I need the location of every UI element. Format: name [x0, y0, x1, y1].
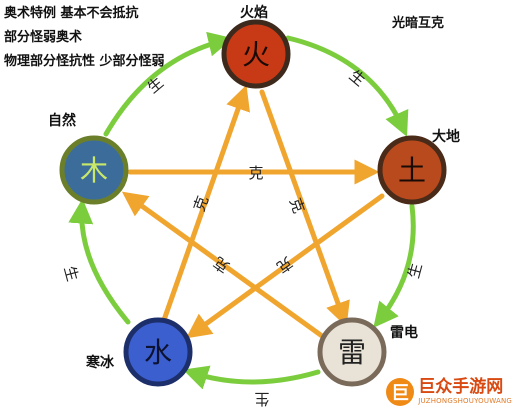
generate-label-fire-earth: 生: [346, 66, 369, 89]
generate-arrow-thunder-ice: [182, 365, 321, 390]
generate-arrow-nature-fire: [103, 31, 234, 137]
ice-node: 水: [123, 317, 193, 387]
earth-icon: 土: [398, 154, 426, 187]
generate-label-thunder-ice: 生: [254, 390, 269, 408]
fire-icon: 火: [242, 38, 270, 71]
note-physical: 物理部分怪抗性 少部分怪弱: [4, 54, 165, 69]
note-light-dark: 光暗互克: [392, 16, 445, 31]
watermark: 巨 巨众手游网 JUZHONGSHOUYOUWANG: [386, 378, 512, 406]
earth-circle: [377, 135, 447, 205]
ice-circle: [123, 317, 193, 387]
generate-arrow-ice-nature: [68, 198, 131, 325]
thunder-node: 雷: [317, 317, 387, 387]
generate-label-ice-nature: 生: [60, 264, 81, 283]
restrain-label-fire-thunder: 克: [286, 196, 308, 216]
nature-circle: [59, 135, 129, 205]
generate-arrow-fire-earth: [285, 35, 409, 137]
nature-node: 木: [59, 135, 129, 205]
generate-label-nature-fire: 生: [144, 74, 167, 97]
thunder-circle: [317, 317, 387, 387]
watermark-logo-icon: 巨: [386, 378, 415, 406]
restrain-arrow-ice-fire: [161, 84, 251, 323]
ice-icon: 水: [144, 336, 172, 369]
restrain-arrow-thunder-nature: [121, 191, 325, 339]
watermark-title: 巨众手游网: [418, 377, 504, 397]
fire-node: 火: [221, 19, 291, 89]
earth-label: 大地: [432, 129, 460, 145]
restrain-label-ice-fire: 克: [190, 194, 212, 214]
generate-label-earth-thunder: 生: [405, 261, 426, 280]
fire-label: 火焰: [240, 5, 268, 21]
nature-label: 自然: [48, 113, 76, 129]
note-weak-arcane: 部分怪弱奥术: [4, 30, 83, 45]
ice-label: 寒冰: [86, 355, 114, 371]
restrain-label-nature-earth: 克: [248, 164, 263, 182]
generate-arrow-earth-thunder: [373, 203, 416, 328]
fire-circle: [221, 19, 291, 89]
thunder-label: 雷电: [390, 325, 418, 341]
restrain-arrow-fire-thunder: [259, 89, 350, 328]
nature-icon: 木: [80, 154, 108, 187]
thunder-icon: 雷: [338, 336, 366, 369]
watermark-subtitle: JUZHONGSHOUYOUWANG: [418, 397, 512, 405]
earth-node: 土: [377, 135, 447, 205]
note-arcane: 奥术特例 基本不会抵抗: [4, 6, 139, 21]
restrain-arrows: [121, 84, 385, 339]
generate-arrows: [68, 31, 416, 390]
restrain-arrow-earth-ice: [185, 193, 385, 339]
